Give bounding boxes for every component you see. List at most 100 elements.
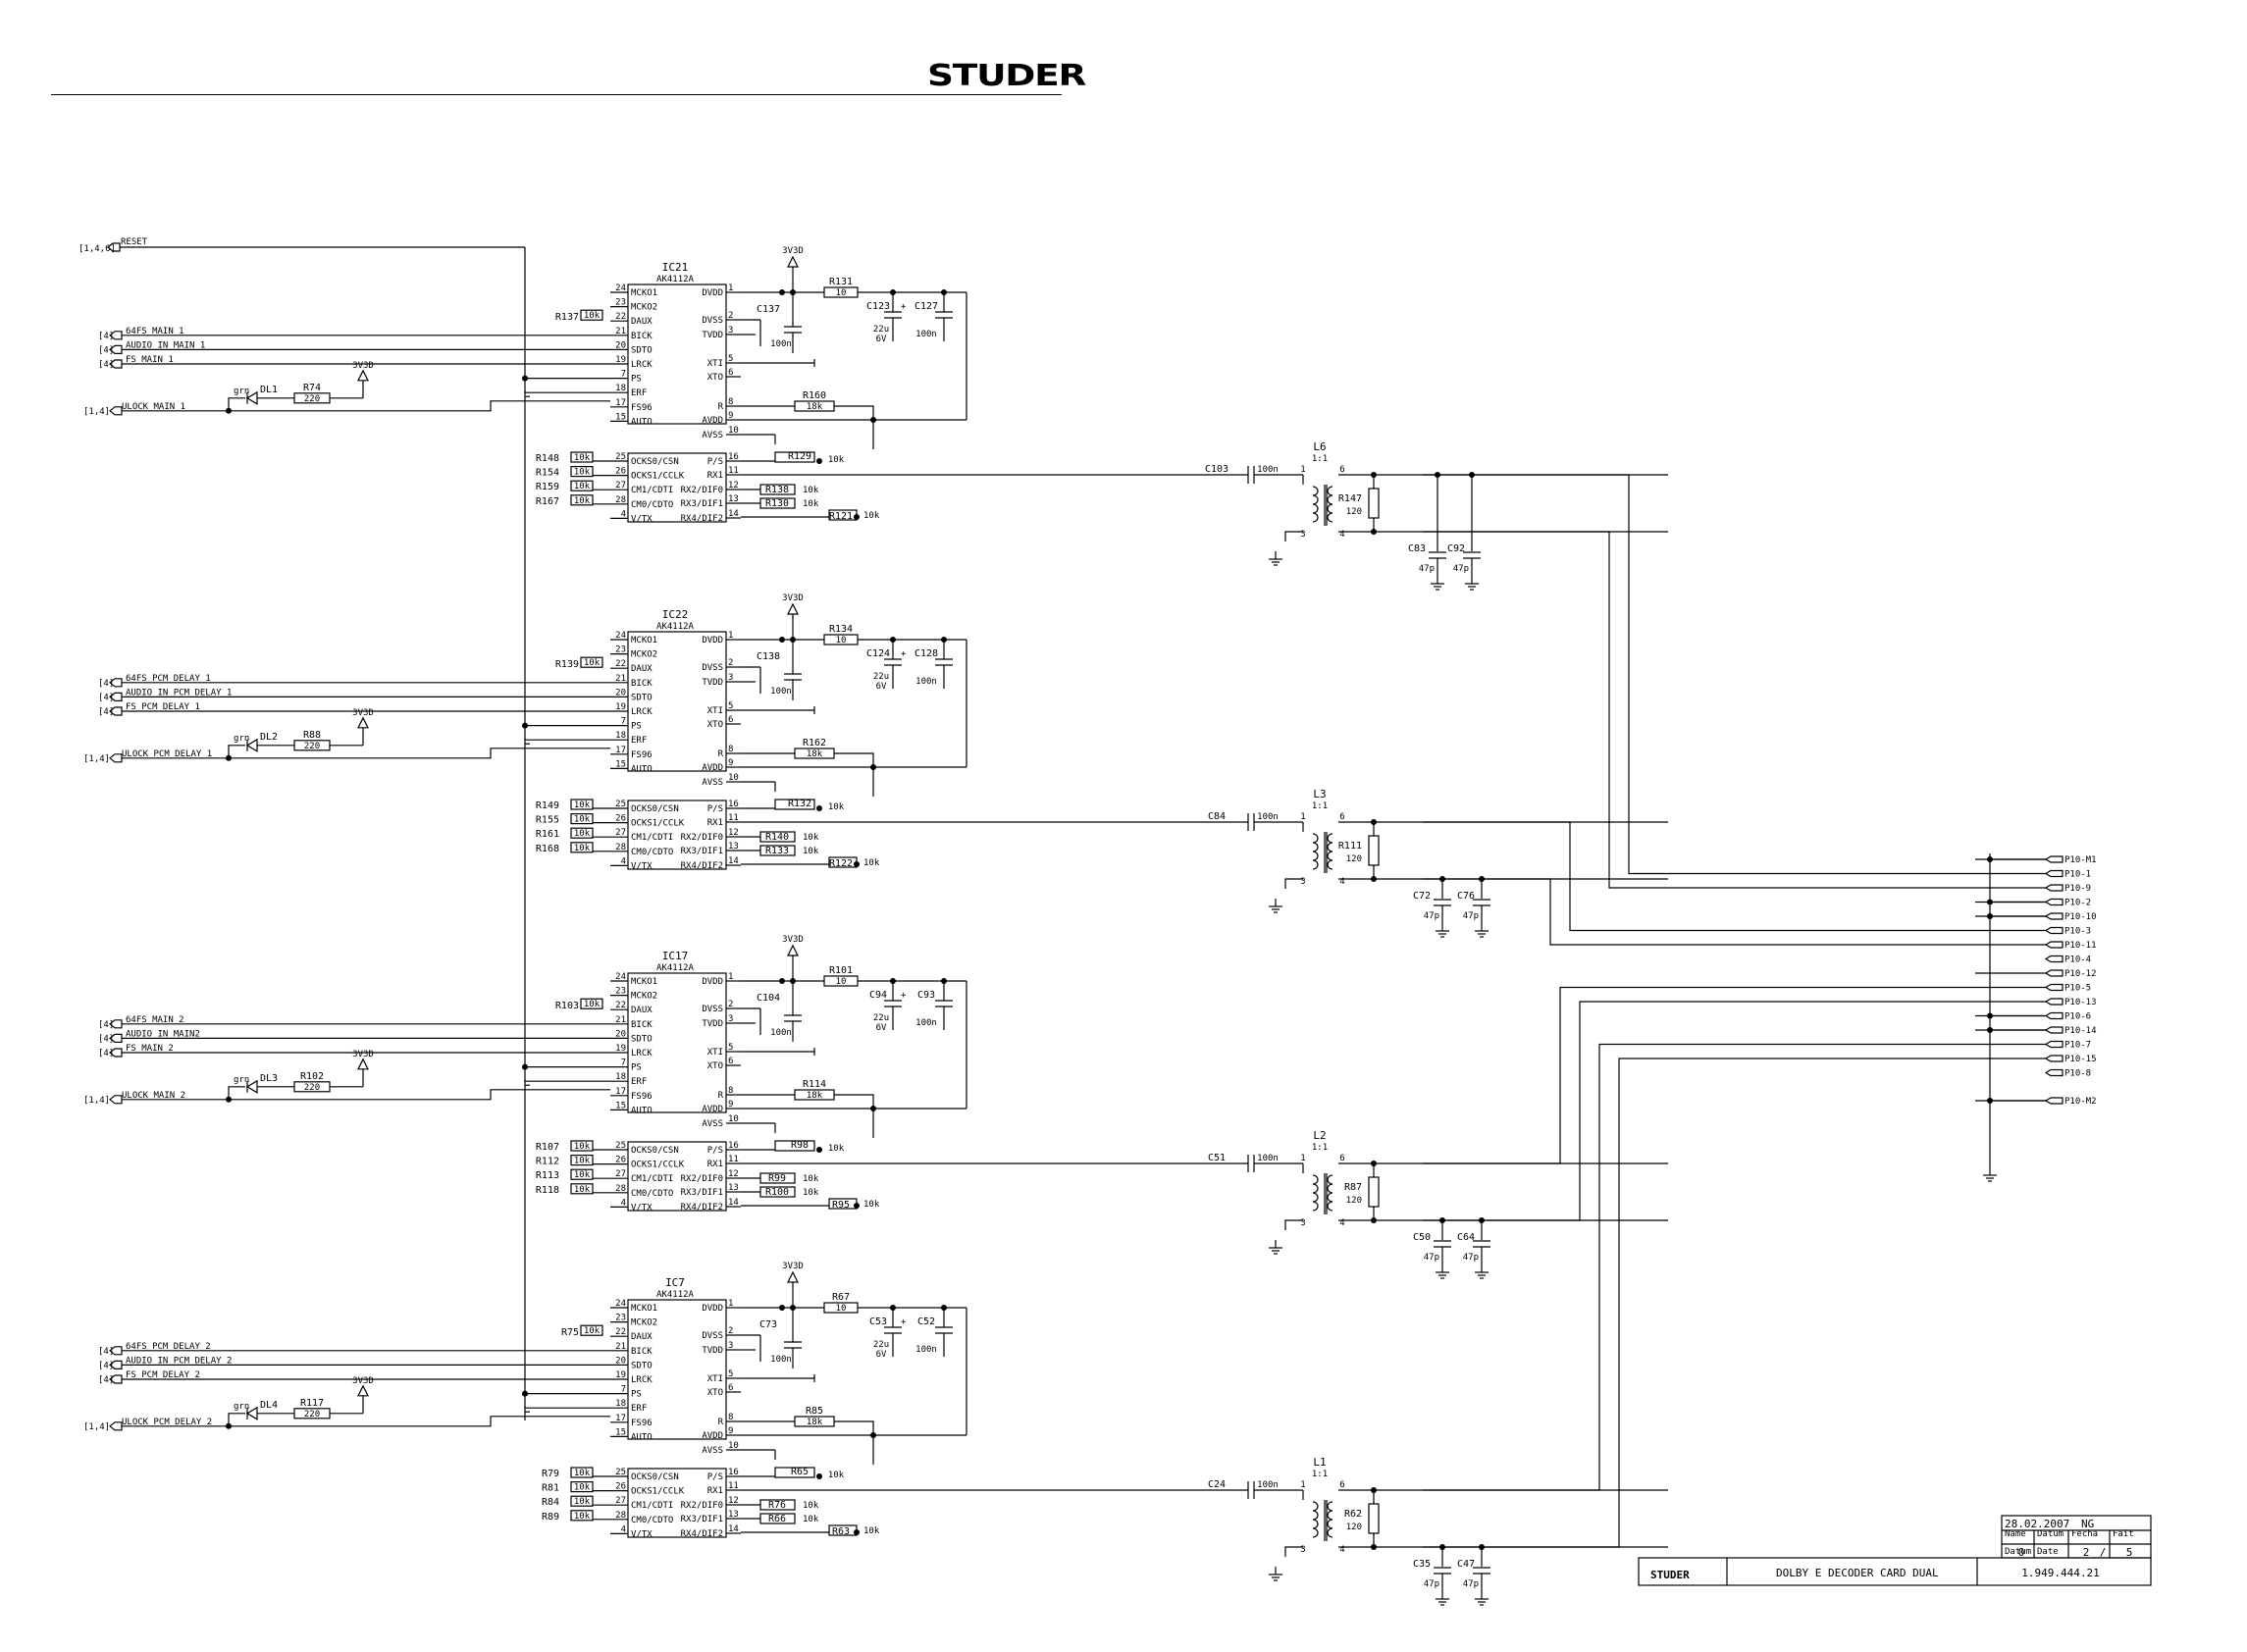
ic-pin-name: MCKO1 <box>631 977 657 987</box>
net-ref: [4] <box>98 1375 114 1385</box>
connector-pin-flag <box>2044 1068 2064 1077</box>
ic-pin-number: 16 <box>728 800 739 809</box>
erf-wire <box>524 1079 610 1082</box>
xfmr-wire <box>1284 878 1303 889</box>
ic-pin-number: 8 <box>728 745 733 754</box>
resistor-ref: R65 <box>791 1467 809 1477</box>
transformer-coil <box>1327 1183 1333 1194</box>
ic-pin-number: 28 <box>615 495 626 505</box>
ic-pin-name: RX1 <box>707 818 723 828</box>
ic-pin-number: 22 <box>615 1001 626 1010</box>
transformer-coil <box>1312 859 1319 870</box>
ulock-wire <box>122 1089 610 1101</box>
supply-label: 3V3D <box>352 708 374 718</box>
transformer-coil <box>1312 851 1319 861</box>
transformer-ref: L1 <box>1313 1456 1326 1469</box>
capacitor-value: 100n <box>1257 1480 1279 1490</box>
ic-pin-number: 15 <box>615 1427 626 1437</box>
resistor-value: 120 <box>1346 854 1362 864</box>
title-text: DOLBY E DECODER CARD DUAL <box>1776 1567 1939 1579</box>
ic-pin-name: DVDD <box>702 1304 723 1314</box>
connector-pin-label: P10-7 <box>2064 1041 2091 1051</box>
resistor <box>570 842 594 853</box>
junction-dot <box>1987 1027 1993 1033</box>
xfmr-wire <box>1284 1219 1303 1230</box>
resistor-ref: R95 <box>832 1200 850 1211</box>
resistor-value: 10k <box>803 833 819 843</box>
ic-pin-name: CM0/CDTO <box>631 848 673 857</box>
connector-pin-flag <box>2044 855 2064 863</box>
resistor <box>580 656 603 668</box>
ic-pin-name: TVDD <box>702 678 723 688</box>
ic-pin-number: 5 <box>728 354 733 364</box>
ic-pin-name: MCKO1 <box>631 1304 657 1314</box>
capacitor-value: 100n <box>915 1345 937 1355</box>
junction-dot <box>816 1147 822 1153</box>
ic-pin-name: ERF <box>631 388 647 398</box>
transformer-coil <box>1327 851 1333 861</box>
ic-pin-number: 24 <box>615 1299 626 1309</box>
transformer-coil <box>1327 833 1333 844</box>
ic-pin-name: CM1/CDTI <box>631 486 673 495</box>
net-name: AUDIO_IN_PCM_DELAY_1 <box>126 688 232 697</box>
resistor-value: 10k <box>574 829 591 839</box>
ic-pin-number: 12 <box>728 1496 739 1506</box>
resistor-value: 10k <box>574 1483 591 1493</box>
r-wire <box>834 752 874 797</box>
ic-pin-number: 24 <box>615 972 626 982</box>
transformer-pin: 6 <box>1339 812 1344 822</box>
connector-pin-flag <box>2044 1011 2064 1020</box>
ic-pin-number: 27 <box>615 1496 626 1506</box>
transformer-pin: 3 <box>1300 877 1305 887</box>
capacitor-ref: C103 <box>1205 464 1228 475</box>
ic-pin-number: 4 <box>621 509 626 519</box>
transformer-coil <box>1327 1192 1333 1203</box>
ic-pin-name: FS96 <box>631 750 653 760</box>
resistor-value: 10k <box>828 1471 845 1480</box>
xfmr-wire <box>1284 1546 1303 1557</box>
title-initials: NG <box>2081 1518 2094 1530</box>
resistor-ref: R161 <box>536 829 559 840</box>
supply-arrow <box>787 1270 799 1283</box>
ic-pin-number: 3 <box>728 1341 733 1351</box>
net-ref: [4] <box>98 707 114 717</box>
resistor-value: 10k <box>828 1144 845 1154</box>
resistor <box>570 1183 594 1195</box>
ic-pin-name: OCKS1/CCLK <box>631 819 685 829</box>
ic-pin-name: XTO <box>707 373 723 383</box>
ic-pin-number: 24 <box>615 284 626 293</box>
capacitor-ref: C24 <box>1208 1479 1226 1490</box>
ic-pin-number: 9 <box>728 411 733 421</box>
transformer-coil <box>1312 1201 1319 1212</box>
ic-pin-number: 20 <box>615 340 626 350</box>
connector-pin-label: P10-6 <box>2064 1012 2091 1022</box>
resistor-value: 10 <box>836 977 847 987</box>
resistor-ref: R134 <box>829 624 853 635</box>
led-color: grn <box>234 1075 249 1085</box>
resistor-ref: R75 <box>561 1327 579 1338</box>
ic-pin-name: R <box>718 402 724 412</box>
route-to-connector <box>1423 531 1975 889</box>
supply-arrow <box>787 944 799 956</box>
ic-part: AK4112A <box>656 1290 695 1300</box>
resistor-value: 18k <box>807 749 823 759</box>
ic-pin-number: 23 <box>615 987 626 997</box>
ic-pin-number: 11 <box>728 1481 739 1491</box>
ic-pin-name: AVDD <box>702 416 723 426</box>
net-name: AUDIO_IN_MAIN2 <box>126 1029 200 1039</box>
resistor-ref: R63 <box>832 1526 850 1537</box>
supply-arrow <box>357 369 369 382</box>
ic-pin-name: BICK <box>631 332 653 341</box>
ic-pin-number: 25 <box>615 800 626 809</box>
ic-pin-name: SDTO <box>631 345 653 355</box>
connector-pin-label: P10-1 <box>2064 870 2091 880</box>
connector-pin-flag <box>2044 1040 2064 1049</box>
ic-pin-number: 7 <box>621 717 626 727</box>
resistor-value: 10k <box>574 496 591 506</box>
ic-pin-number: 28 <box>615 843 626 852</box>
ic-pin-number: 19 <box>615 355 626 365</box>
resistor-value: 10k <box>574 844 591 853</box>
junction-dot <box>870 764 876 770</box>
resistor-ref: R129 <box>788 451 811 462</box>
ulock-wire <box>122 1416 610 1427</box>
